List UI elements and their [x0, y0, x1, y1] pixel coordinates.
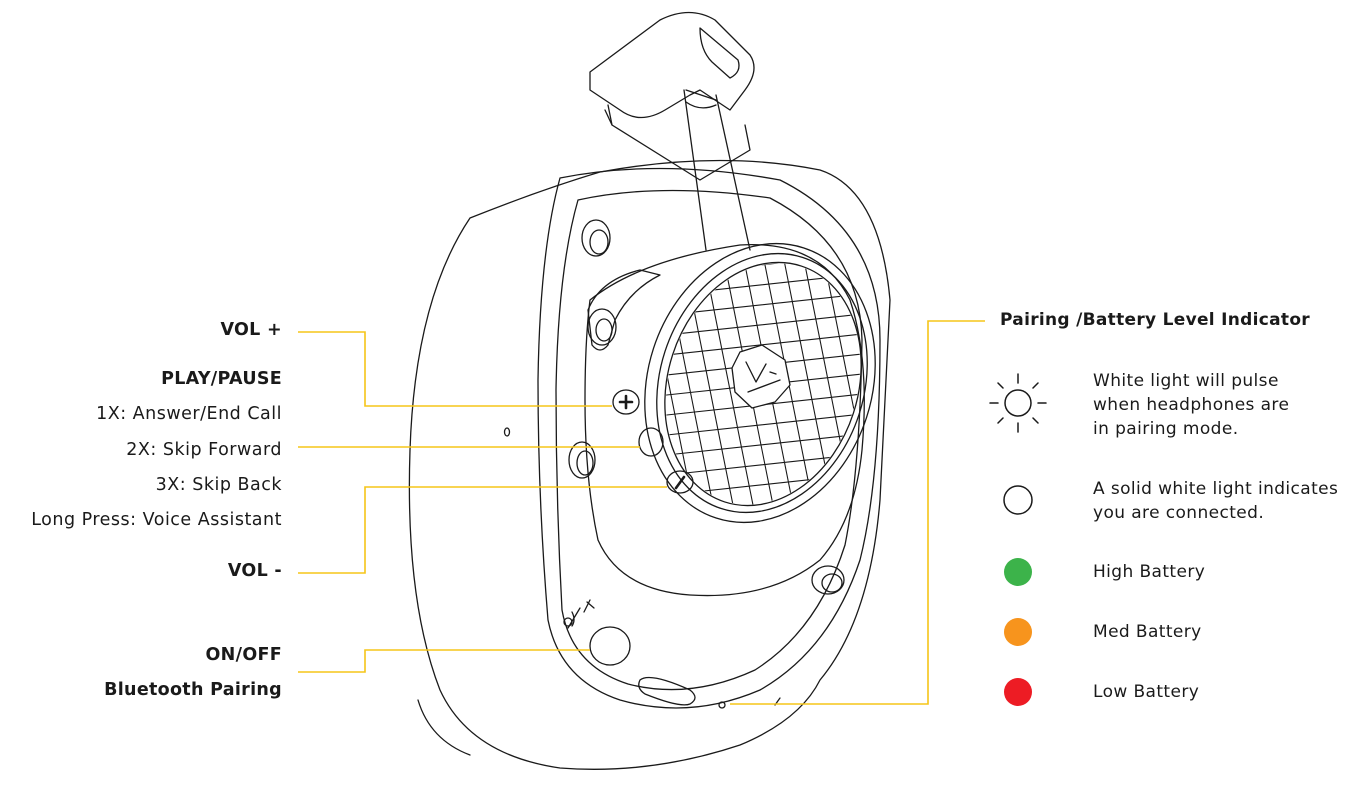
callout-indicator [730, 320, 985, 705]
med-battery-dot-icon [1004, 618, 1032, 646]
indicator-led-hole [718, 701, 726, 709]
high-battery-label: High Battery [1093, 562, 1206, 582]
indicator-title: Pairing /Battery Level Indicator [1000, 310, 1310, 330]
high-battery-dot-icon [1004, 558, 1032, 586]
usb-c-port [638, 676, 696, 706]
ear-cushion [408, 159, 891, 770]
mic-port-left [568, 441, 596, 479]
solid-line-1: A solid white light indicates [1093, 479, 1339, 499]
ear-cup-shell [537, 167, 881, 709]
play-pause-button-illustration [638, 427, 664, 457]
outer-grille-ring [644, 242, 876, 524]
power-button-illustration [589, 626, 631, 666]
vol-plus-button-illustration [612, 389, 640, 415]
callout-on-off [298, 649, 590, 673]
low-battery-dot-icon [1004, 678, 1032, 706]
callout-vol-plus [298, 331, 612, 407]
vol-plus-label: VOL + [220, 320, 282, 340]
vol-minus-button-illustration [666, 470, 694, 494]
low-battery-label: Low Battery [1093, 682, 1200, 702]
med-battery-label: Med Battery [1093, 622, 1202, 642]
pulse-light-icon [989, 373, 1047, 433]
solid-description: A solid white light indicates you are co… [1093, 477, 1338, 525]
on-off-label: ON/OFF [205, 645, 282, 665]
play-pause-label: PLAY/PAUSE [161, 369, 282, 389]
mic-port-bottom [811, 565, 845, 595]
bluetooth-pairing-label: Bluetooth Pairing [104, 680, 282, 700]
vol-minus-label: VOL - [227, 561, 282, 581]
pulse-line-1: White light will pulse [1093, 371, 1279, 391]
solid-light-icon [1003, 485, 1033, 515]
voice-assistant-label: Long Press: Voice Assistant [31, 510, 282, 530]
mic-port-top [581, 219, 611, 257]
answer-end-call-label: 1X: Answer/End Call [96, 404, 282, 424]
solid-line-2: you are connected. [1093, 503, 1265, 523]
brand-logo-icon [731, 344, 791, 409]
skip-forward-label: 2X: Skip Forward [126, 440, 282, 460]
callout-lines [298, 320, 985, 705]
skip-back-label: 3X: Skip Back [155, 475, 282, 495]
headband-yoke [589, 11, 755, 181]
callout-vol-minus [298, 486, 667, 574]
pulse-description: White light will pulse when headphones a… [1093, 369, 1289, 441]
pulse-line-2: when headphones are [1093, 395, 1290, 415]
pulse-line-3: in pairing mode. [1093, 419, 1239, 439]
